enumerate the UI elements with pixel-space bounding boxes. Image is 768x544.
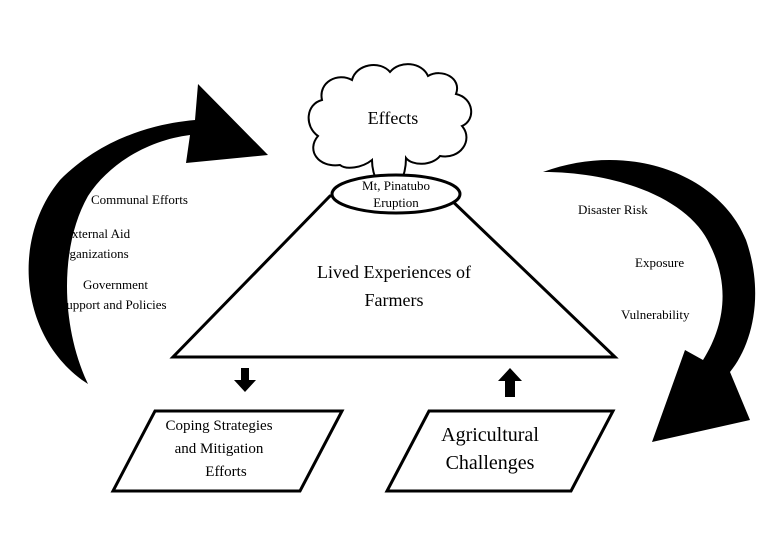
coping-line-1: Coping Strategies <box>165 418 273 434</box>
crater-ellipse <box>330 173 462 215</box>
factor-exposure: Exposure <box>635 255 685 270</box>
triangle-line-1: Lived Experiences of <box>317 262 471 282</box>
coping-box <box>110 409 345 493</box>
factor-external-aid-1: External Aid <box>64 226 131 241</box>
factor-disaster-risk: Disaster Risk <box>578 202 648 217</box>
coping-line-2: and Mitigation <box>174 441 264 457</box>
left-curved-arrow <box>28 84 269 384</box>
crater-line-1: Mt, Pinatubo <box>362 178 430 193</box>
effects-label: Effects <box>367 108 419 128</box>
triangle-label: Lived Experiences of Farmers <box>280 260 508 312</box>
factor-government-2: Support and Policies <box>59 297 167 312</box>
triangle-line-2: Farmers <box>364 290 424 310</box>
factor-government-1: Government <box>83 277 148 292</box>
factor-vulnerability: Vulnerability <box>621 307 690 322</box>
coping-line-3: Efforts <box>205 464 247 480</box>
agricultural-label: Agricultural Challenges <box>410 422 570 476</box>
agricultural-line-2: Challenges <box>445 452 535 474</box>
factor-external-aid-2: Organizations <box>56 246 129 261</box>
coping-label: Coping Strategies and Mitigation Efforts <box>146 416 292 482</box>
right-curved-arrow <box>543 159 756 443</box>
up-arrow-icon <box>498 368 522 397</box>
crater-line-2: Eruption <box>373 195 419 210</box>
agricultural-box <box>384 409 616 493</box>
factor-communal-efforts: Communal Efforts <box>91 192 188 207</box>
down-arrow-icon <box>234 368 256 392</box>
agricultural-line-1: Agricultural <box>441 424 539 446</box>
crater-label: Mt, Pinatubo Eruption <box>346 177 446 211</box>
